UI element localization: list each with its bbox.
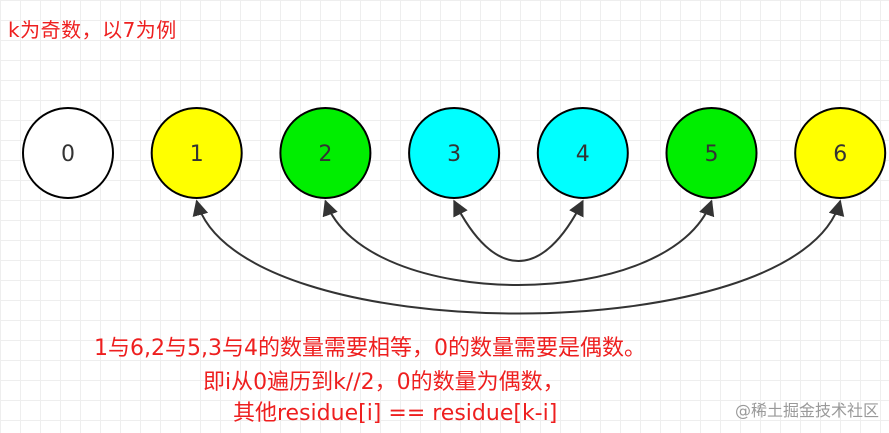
watermark: @稀土掘金技术社区 — [734, 401, 879, 420]
node-4: 4 — [536, 107, 629, 199]
node-label-6: 6 — [833, 142, 847, 167]
node-circle-4 — [536, 107, 629, 199]
note-line-1: 1与6,2与5,3与4的数量需要相等，0的数量需要是偶数。 — [94, 336, 646, 361]
pair-arc-2-5 — [322, 199, 715, 286]
node-label-3: 3 — [447, 142, 461, 167]
node-circle-5 — [665, 107, 758, 199]
pair-arcs — [192, 199, 845, 315]
node-circle-3 — [408, 107, 501, 199]
note-line-3: 其他residue[i] == residue[k-i] — [233, 401, 558, 426]
node-label-2: 2 — [318, 142, 332, 167]
residue-nodes: 0 1 2 3 4 5 6 — [22, 107, 887, 199]
node-3: 3 — [408, 107, 501, 199]
node-circle-2 — [279, 107, 372, 199]
node-label-5: 5 — [705, 142, 719, 167]
pair-arc-3-4 — [453, 199, 584, 262]
node-label-1: 1 — [190, 142, 204, 167]
node-label-0: 0 — [61, 142, 75, 167]
node-6: 6 — [794, 107, 887, 199]
pair-arc-1-6 — [192, 199, 845, 315]
note-line-2: 即i从0遍历到k//2，0的数量为偶数， — [203, 370, 565, 395]
node-circle-1 — [150, 107, 243, 199]
node-2: 2 — [279, 107, 372, 199]
node-1: 1 — [150, 107, 243, 199]
node-5: 5 — [665, 107, 758, 199]
node-label-4: 4 — [576, 142, 590, 167]
node-circle-0 — [22, 107, 114, 199]
diagram-title: k为奇数，以7为例 — [8, 18, 177, 42]
node-circle-6 — [794, 107, 887, 199]
node-0: 0 — [22, 107, 114, 199]
